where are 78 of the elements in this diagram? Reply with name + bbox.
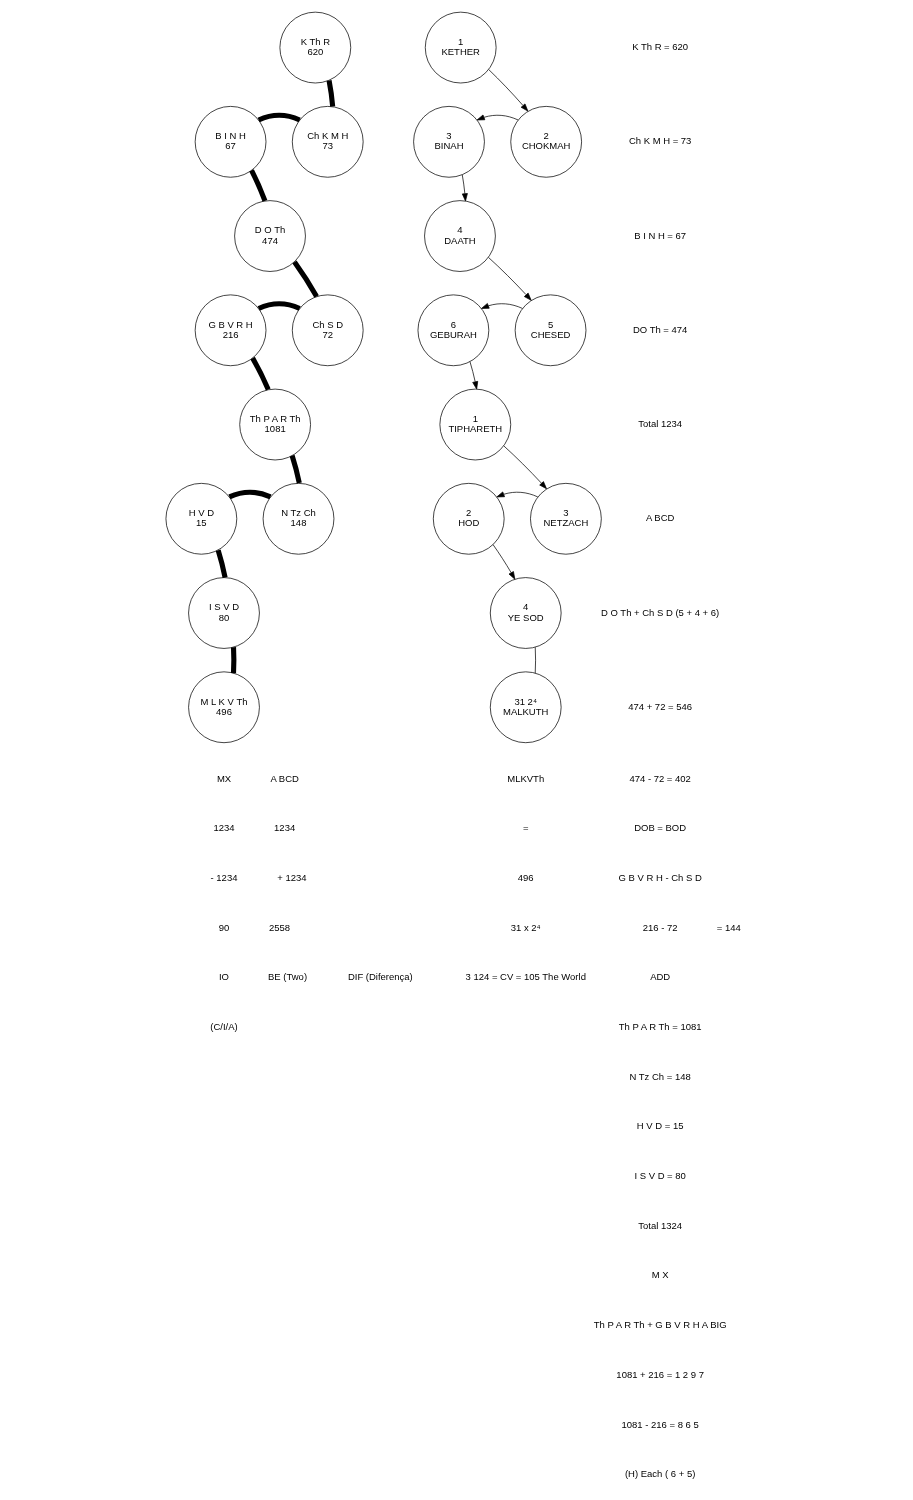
connector — [215, 549, 228, 579]
node-circle: Ch K M H 73 — [291, 106, 364, 178]
label: A BCD — [270, 772, 299, 784]
label: D O Th + Ch S D (5 + 4 + 6) — [601, 606, 720, 618]
label: (H) Each ( 6 + 5) — [624, 1468, 696, 1480]
label: A BCD — [645, 512, 675, 524]
arrow — [488, 257, 532, 301]
label: ADD — [650, 971, 671, 983]
node-circle: 1 KETHER — [424, 11, 497, 84]
label: 1234 — [213, 822, 235, 834]
connector — [326, 80, 336, 107]
label: K Th R = 620 — [632, 41, 689, 53]
arrow — [492, 544, 516, 580]
label: 1234 — [274, 822, 296, 834]
connector — [257, 301, 301, 311]
label: 496 — [517, 872, 534, 884]
connector — [292, 260, 319, 298]
node-circle: B I N H 67 — [194, 106, 267, 178]
label: DIF (Diferença) — [347, 971, 413, 983]
label: B I N H = 67 — [634, 229, 687, 241]
label: 2558 — [268, 921, 291, 933]
connector — [250, 356, 271, 391]
arrow — [461, 174, 468, 202]
label: MLKVTh — [507, 772, 545, 784]
label: 216 - 72 — [642, 921, 678, 933]
arrow — [469, 361, 479, 390]
arrow — [496, 491, 539, 498]
node-circle: 31 2⁴ MALKUTH — [489, 671, 562, 744]
label: M X — [651, 1269, 669, 1281]
label: Th P A R Th + G B V R H A BIG — [593, 1319, 727, 1331]
arrow — [481, 303, 523, 309]
label: DO Th = 474 — [632, 323, 688, 335]
label: Total 1324 — [638, 1219, 683, 1231]
label: Th P A R Th = 1081 — [618, 1021, 702, 1033]
label: 31 x 2⁴ — [510, 921, 541, 933]
connector — [228, 489, 272, 500]
label: 90 — [218, 921, 230, 933]
label: N Tz Ch = 148 — [629, 1070, 691, 1082]
label: MX — [216, 772, 232, 784]
label: IO — [218, 971, 230, 983]
connector — [230, 647, 237, 674]
label: 3 124 = CV = 105 The World — [465, 971, 586, 983]
connector — [257, 112, 301, 123]
node-circle: 4 DAATH — [424, 200, 496, 272]
label: 474 - 72 = 402 — [629, 772, 691, 784]
label: 1081 + 216 = 1 2 9 7 — [616, 1368, 704, 1380]
arrow — [476, 114, 519, 121]
node-circle: H V D 15 — [165, 483, 238, 555]
label: 1081 - 216 = 8 6 5 — [621, 1418, 699, 1430]
label: BE (Two) — [268, 971, 308, 983]
label: - 1234 — [210, 872, 238, 884]
label: G B V R H - Ch S D — [618, 872, 702, 884]
node-circle: Ch S D 72 — [291, 294, 364, 367]
label: = — [522, 822, 529, 834]
label: = 144 — [716, 921, 741, 933]
arrow — [503, 445, 547, 490]
connector — [249, 169, 268, 202]
label: Total 1234 — [638, 418, 683, 430]
node-circle: M L K V Th 496 — [188, 671, 260, 744]
label: I S V D = 80 — [634, 1170, 686, 1182]
label: H V D = 15 — [636, 1120, 684, 1132]
label: + 1234 — [277, 872, 307, 884]
node-circle: 1 TIPHARETH — [439, 388, 512, 461]
connector — [534, 646, 536, 674]
node-circle: Th P A R Th 1081 — [239, 388, 311, 461]
node-circle: D O Th 474 — [234, 200, 306, 272]
connector — [289, 454, 302, 484]
label: Ch K M H = 73 — [628, 135, 692, 147]
node-circle: N Tz Ch 148 — [262, 483, 335, 555]
node-circle: 2 CHOKMAH — [510, 106, 582, 178]
node-circle: 4 YE SOD — [489, 577, 562, 649]
label: DOB = BOD — [634, 822, 687, 834]
label: 474 + 72 = 546 — [628, 700, 693, 712]
label: (C/I/A) — [210, 1021, 238, 1033]
node-circle: K Th R 620 — [279, 11, 352, 84]
arrow — [488, 69, 529, 112]
node-circle: G B V R H 216 — [194, 294, 267, 367]
node-circle: I S V D 80 — [188, 577, 260, 649]
